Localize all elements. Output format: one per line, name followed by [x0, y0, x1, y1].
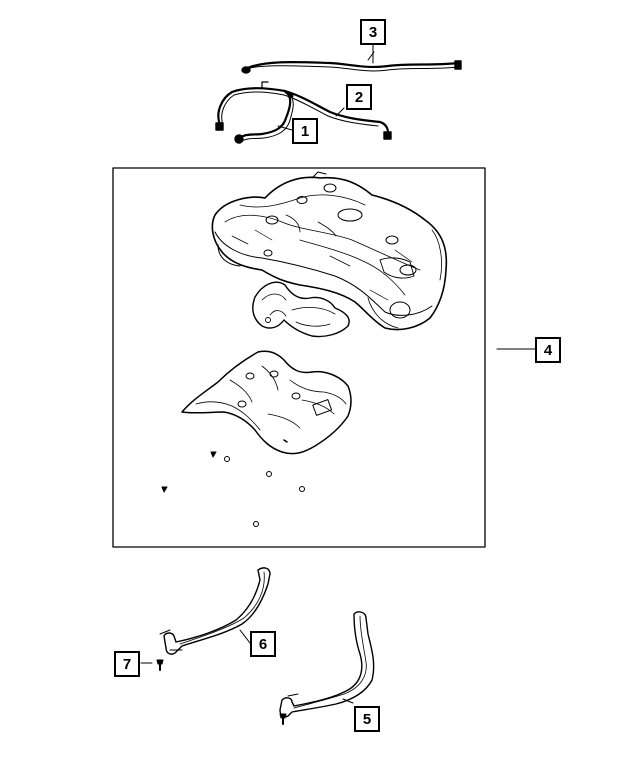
fuel-line-part-1: [234, 90, 294, 144]
kit-fasteners: [161, 451, 305, 527]
fuel-tank: [211, 171, 448, 331]
callout-label: 4: [543, 341, 553, 359]
callout-part-5: 5: [354, 706, 380, 732]
callout-label: 2: [354, 88, 364, 106]
callout-label: 6: [258, 635, 268, 653]
callout-part-1: 1: [292, 118, 318, 144]
callout-label: 5: [362, 710, 372, 728]
fuel-tank-strap-part-5: [279, 611, 375, 718]
bolt-part-7: [156, 659, 164, 671]
callout-part-2: 2: [346, 84, 372, 110]
callout-part-4: 4: [535, 337, 561, 363]
fuel-tank-kit-frame: [112, 167, 486, 548]
fuel-line-part-3: [241, 51, 462, 74]
callout-part-6: 6: [250, 631, 276, 657]
fuel-tank-strap-part-6: [159, 567, 271, 655]
callout-part-7: 7: [114, 651, 140, 677]
leader-lines: [140, 43, 536, 704]
callout-label: 1: [300, 122, 310, 140]
bolt-strap-5: [279, 713, 287, 725]
callout-part-3: 3: [360, 19, 386, 45]
callout-label: 7: [122, 655, 132, 673]
small-heat-shield: [252, 281, 350, 338]
fuel-line-part-2: [215, 81, 392, 140]
callout-label: 3: [368, 23, 378, 41]
large-heat-shield: [181, 350, 352, 455]
